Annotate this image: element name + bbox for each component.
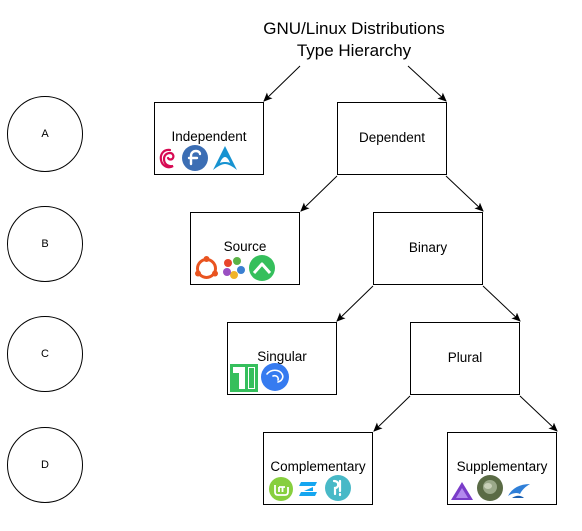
fedora-logo-icon [182, 145, 208, 171]
photo-logo-icon [477, 475, 503, 501]
level-b-circle: B [7, 206, 83, 282]
kali-dragon-logo-icon [261, 363, 289, 391]
node-label: Source [223, 239, 267, 254]
blue-bird-logo-icon [508, 484, 530, 498]
edge-dependent-binary [445, 175, 484, 212]
node-dependent: Dependent [337, 102, 447, 175]
node-plural: Plural [410, 322, 520, 395]
logo-row [230, 362, 290, 392]
linux-mint-logo-icon [269, 477, 293, 501]
level-c-circle: C [7, 316, 83, 392]
level-a-circle: A [7, 96, 83, 172]
edge-binary-plural [482, 285, 521, 322]
node-supplementary: Supplementary [447, 432, 557, 505]
node-singular: Singular [227, 322, 337, 395]
arch-logo-icon [213, 146, 237, 170]
level-label: C [41, 348, 49, 360]
edge-dependent-source [300, 175, 338, 212]
node-label: Singular [257, 349, 307, 364]
logo-row [157, 144, 239, 172]
node-label: Complementary [270, 459, 366, 474]
node-label: Binary [408, 240, 448, 255]
logo-row [450, 474, 532, 502]
debian-logo-icon [159, 148, 175, 169]
purple-triangle-logo-icon [451, 482, 473, 500]
node-source: Source [190, 212, 300, 285]
manjaro-logo-icon [230, 364, 258, 392]
logo-row [193, 254, 276, 282]
zorin-logo-icon [299, 482, 317, 496]
ubuntu-logo-icon [195, 256, 218, 279]
node-label: Supplementary [456, 459, 548, 474]
node-label: Dependent [358, 130, 426, 145]
title-line-2: Type Hierarchy [296, 41, 412, 60]
level-d-circle: D [7, 427, 83, 503]
edge-plural-complementary [373, 395, 411, 432]
edge-plural-supplementary [519, 395, 558, 432]
node-complementary: Complementary [263, 432, 373, 505]
pop-os-logo-icon [325, 475, 351, 501]
node-independent: Independent [154, 102, 264, 175]
manjaro-like-logo-icon [249, 255, 275, 281]
edge-binary-singular [336, 285, 374, 322]
node-label: Plural [447, 350, 483, 365]
level-label: A [41, 128, 49, 140]
logo-row [268, 474, 352, 502]
node-binary: Binary [373, 212, 483, 285]
edge-title-independent [263, 65, 301, 102]
node-label: Independent [171, 129, 247, 144]
gentoo-like-logo-icon [223, 257, 245, 279]
title-line-1: GNU/Linux Distributions [263, 19, 445, 38]
edge-title-dependent [407, 65, 447, 102]
level-label: B [41, 238, 49, 250]
level-label: D [41, 459, 49, 471]
diagram-title: GNU/Linux Distributions Type Hierarchy [214, 18, 494, 62]
